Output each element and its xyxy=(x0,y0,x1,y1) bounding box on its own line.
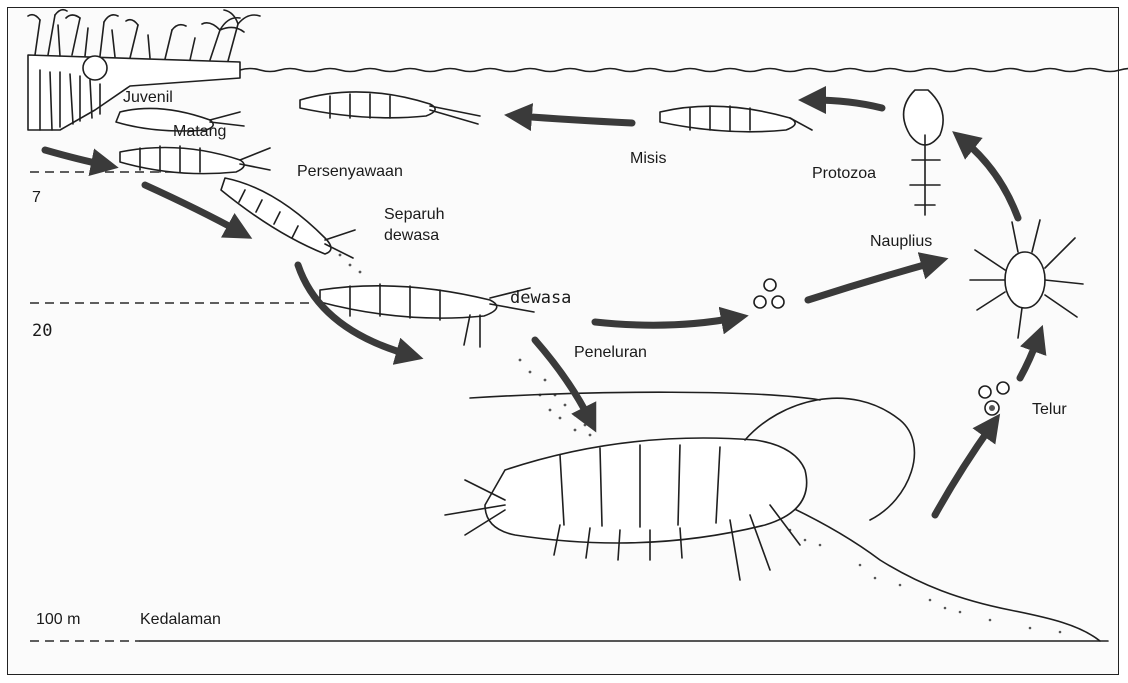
arrow-6 xyxy=(808,262,935,300)
label-misis: Misis xyxy=(630,150,666,167)
depth-mark-7: 7 xyxy=(32,189,41,206)
label-separuh: Separuh xyxy=(384,206,445,223)
label-matang: Matang xyxy=(173,123,226,140)
eggs-telur-icon xyxy=(979,382,1009,415)
protozoa-larva-icon xyxy=(904,90,944,215)
arrow-1 xyxy=(45,150,105,165)
shrimp-misis-left-icon xyxy=(300,92,480,124)
label-peneluran: Peneluran xyxy=(574,344,647,361)
label-protozoa: Protozoa xyxy=(812,165,876,182)
shrimp-adult-icon xyxy=(445,392,914,580)
arrow-9 xyxy=(518,116,632,123)
depth-axis-label: Kedalaman xyxy=(140,611,221,628)
label-telur: Telur xyxy=(1032,401,1067,418)
shrimp-persenyawaan-icon xyxy=(221,178,355,258)
sediment-dots xyxy=(789,529,1062,634)
label-dewasa: dewasa xyxy=(510,288,571,308)
label-juvenil: Juvenil xyxy=(123,89,173,106)
arrow-7 xyxy=(963,140,1018,218)
arrow-10 xyxy=(935,425,992,515)
eggs-midwater-icon xyxy=(754,279,784,308)
depth-mark-20: 20 xyxy=(32,321,52,341)
shrimp-matang-icon xyxy=(120,146,270,174)
label-nauplius: Nauplius xyxy=(870,233,932,250)
nauplius-larva-icon xyxy=(970,220,1083,338)
shrimp-misis-right-icon xyxy=(660,106,812,132)
water-surface xyxy=(240,69,1128,72)
label-persenyawaan: Persenyawaan xyxy=(297,163,403,180)
depth-mark-100: 100 m xyxy=(36,611,80,628)
arrow-5 xyxy=(595,318,735,325)
label-separuh-dewasa: dewasa xyxy=(384,227,439,244)
arrow-8 xyxy=(812,100,882,108)
arrow-11 xyxy=(1020,338,1038,378)
shrimp-separuh-dewasa-icon xyxy=(320,284,534,347)
